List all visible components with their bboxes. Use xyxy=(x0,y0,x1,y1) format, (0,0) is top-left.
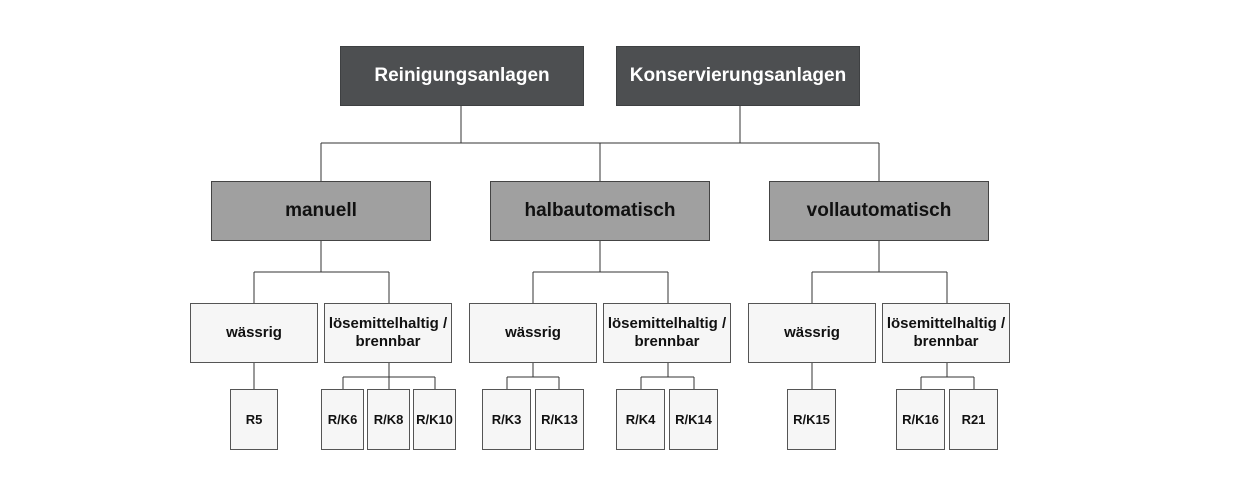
node-manuell: manuell xyxy=(211,181,431,241)
node-vollautomatisch-waessrig: wässrig xyxy=(748,303,876,363)
leaf-r21: R21 xyxy=(949,389,998,450)
leaf-rk6: R/K6 xyxy=(321,389,364,450)
leaf-rk8: R/K8 xyxy=(367,389,410,450)
leaf-rk15: R/K15 xyxy=(787,389,836,450)
node-halbautomatisch-waessrig: wässrig xyxy=(469,303,597,363)
node-reinigungsanlagen: Reinigungsanlagen xyxy=(340,46,584,106)
node-manuell-loesemittelhaltig: lösemittelhaltig / brennbar xyxy=(324,303,452,363)
node-manuell-waessrig: wässrig xyxy=(190,303,318,363)
node-halbautomatisch-loesemittelhaltig: lösemittelhaltig / brennbar xyxy=(603,303,731,363)
leaf-rk13: R/K13 xyxy=(535,389,584,450)
leaf-rk14: R/K14 xyxy=(669,389,718,450)
node-konservierungsanlagen: Konservierungsanlagen xyxy=(616,46,860,106)
node-halbautomatisch: halbautomatisch xyxy=(490,181,710,241)
node-vollautomatisch: vollautomatisch xyxy=(769,181,989,241)
leaf-rk16: R/K16 xyxy=(896,389,945,450)
leaf-rk10: R/K10 xyxy=(413,389,456,450)
leaf-rk3: R/K3 xyxy=(482,389,531,450)
leaf-rk4: R/K4 xyxy=(616,389,665,450)
leaf-r5: R5 xyxy=(230,389,278,450)
node-vollautomatisch-loesemittelhaltig: lösemittelhaltig / brennbar xyxy=(882,303,1010,363)
